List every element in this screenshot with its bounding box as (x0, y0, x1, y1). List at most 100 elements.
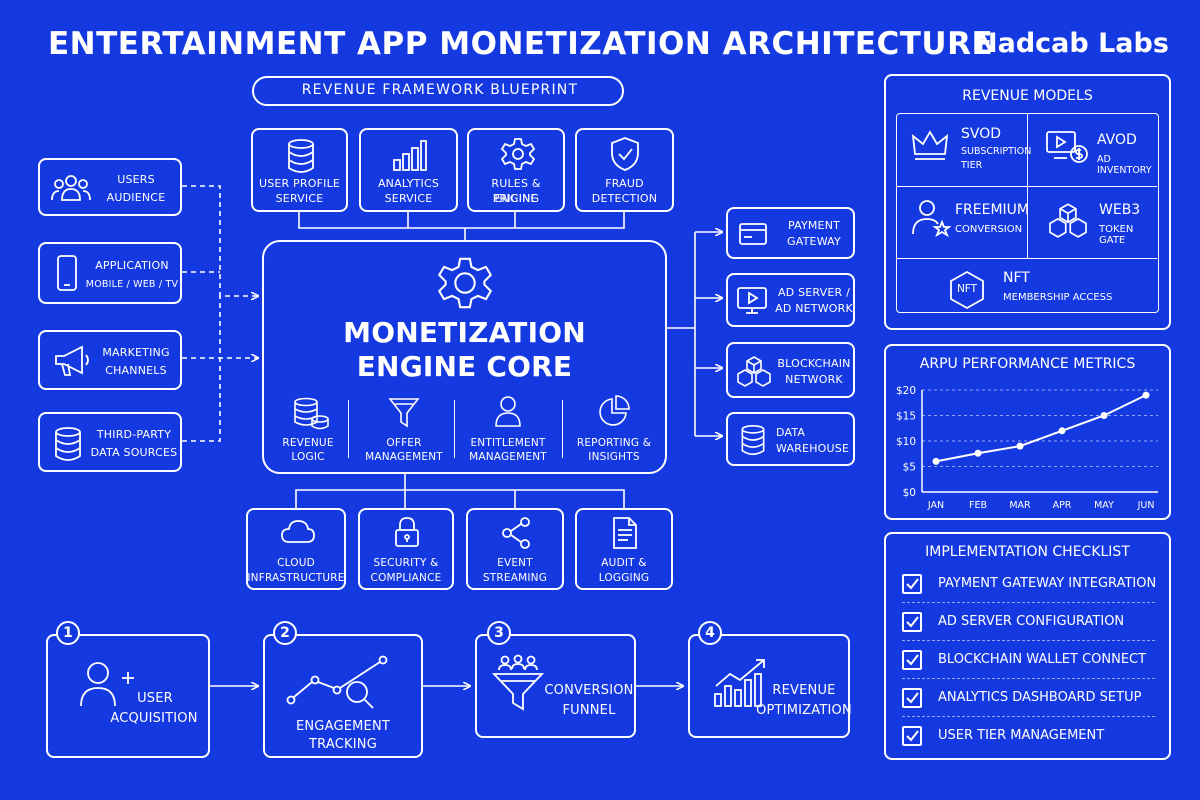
y-tick-label: $5 (903, 462, 916, 474)
flow-3-line2: FUNNEL (562, 703, 616, 718)
output-data-line1: DATA (776, 426, 806, 439)
y-tick-label: $0 (903, 487, 916, 499)
input-application-line2: MOBILE / WEB / TV (85, 279, 179, 290)
input-marketing: MARKETING CHANNELS (38, 330, 182, 390)
model-nft-sub1: MEMBERSHIP ACCESS (1003, 292, 1113, 303)
output-payment-gateway: PAYMENT GATEWAY (726, 207, 855, 259)
checkbox-checked[interactable] (902, 574, 922, 594)
core-title-line2: ENGINE CORE (356, 350, 573, 383)
monitor-dollar-icon (1045, 130, 1089, 164)
gear-icon (436, 254, 494, 312)
nft-hexagon-icon (947, 270, 987, 310)
grid-divider (897, 186, 1157, 187)
module-reporting-line1: REPORTING & (576, 437, 652, 449)
x-tick-label: MAR (1009, 500, 1031, 511)
input-application: APPLICATION MOBILE / WEB / TV (38, 242, 182, 304)
funnel-icon (388, 396, 420, 430)
flow-step-revenue-optimization: REVENUE OPTIMIZATION (688, 634, 852, 738)
x-tick-label: FEB (969, 500, 987, 511)
page-subtitle: REVENUE FRAMEWORK BLUEPRINT (301, 82, 579, 98)
model-svod-name: SVOD (961, 126, 1002, 142)
grid-divider (897, 258, 1157, 259)
module-divider (348, 400, 349, 458)
service-analytics-line1: ANALYTICS (377, 177, 440, 190)
bar-chart-icon (391, 138, 427, 172)
input-users-line2: AUDIENCE (106, 191, 166, 204)
model-nft-name: NFT (1003, 270, 1030, 286)
input-application-line1: APPLICATION (95, 259, 169, 272)
data-point (1058, 427, 1066, 435)
flow-step-engagement: ENGAGEMENT TRACKING (263, 634, 423, 758)
checklist-item-label: BLOCKCHAIN WALLET CONNECT (938, 652, 1147, 667)
model-freemium-sub1: CONVERSION (955, 224, 1023, 235)
service-rules-pricing-line2: ENGINE (494, 192, 538, 205)
service-fraud-line2: DETECTION (591, 192, 658, 205)
coins-icon (292, 397, 330, 431)
series-line (935, 394, 1147, 463)
data-point (932, 457, 940, 465)
cloud-icon (280, 518, 316, 544)
infra-event-streaming: EVENT STREAMING (466, 508, 564, 590)
data-point (1100, 412, 1108, 419)
model-avod-sub1: AD INVENTORY (1097, 154, 1152, 176)
module-offer-line2: MANAGEMENT (365, 451, 443, 463)
infra-event-line2: STREAMING (482, 572, 548, 584)
service-rules-pricing-line1: RULES & PRICING (491, 177, 541, 205)
revenue-models-panel: REVENUE MODELS SVOD SUBSCRIPTION TIER AV… (884, 74, 1171, 330)
input-users-line1: USERS (117, 173, 155, 186)
data-point (1142, 391, 1150, 399)
module-divider (562, 400, 563, 458)
output-blockchain-line1: BLOCKCHAIN (777, 357, 851, 370)
brand-logo: Nadcab Labs (975, 28, 1169, 59)
service-analytics: ANALYTICS SERVICE (359, 128, 458, 212)
step-number-2: 2 (273, 621, 297, 645)
checkbox-checked[interactable] (902, 688, 922, 708)
model-web3-sub1: TOKEN GATE (1099, 224, 1134, 246)
input-marketing-line2: CHANNELS (105, 364, 167, 377)
users-icon (50, 172, 92, 204)
add-user-icon (78, 660, 140, 708)
x-tick-label: JAN (927, 500, 944, 511)
infra-audit-line2: LOGGING (598, 572, 650, 584)
mobile-icon (56, 254, 78, 292)
service-fraud-detection: FRAUD DETECTION (575, 128, 674, 212)
flow-4-line2: OPTIMIZATION (756, 703, 852, 718)
infra-cloud-line1: CLOUD (277, 557, 315, 569)
output-blockchain: BLOCKCHAIN NETWORK (726, 342, 855, 398)
x-tick-label: APR (1053, 500, 1072, 511)
infra-audit-line1: AUDIT & (601, 557, 647, 569)
card-icon (738, 222, 768, 246)
funnel-users-icon (491, 654, 545, 712)
service-analytics-line2: SERVICE (384, 192, 433, 205)
checklist-title: IMPLEMENTATION CHECKLIST (925, 544, 1130, 560)
checklist-item-label: ANALYTICS DASHBOARD SETUP (938, 690, 1142, 705)
checklist-separator (902, 716, 1155, 717)
flow-3-line1: CONVERSION (544, 683, 634, 698)
module-offer-line1: OFFER (386, 437, 422, 449)
share-icon (500, 516, 532, 550)
flow-4-line1: REVENUE (772, 683, 836, 698)
checkbox-checked[interactable] (902, 650, 922, 670)
lock-icon (394, 516, 420, 548)
service-user-profile-line2: SERVICE (275, 192, 324, 205)
checklist-separator (902, 640, 1155, 641)
module-revenue-line1: REVENUE (282, 437, 334, 449)
service-fraud-line1: FRAUD (605, 177, 644, 190)
subtitle-pill: REVENUE FRAMEWORK BLUEPRINT (252, 76, 624, 106)
page-title: ENTERTAINMENT APP MONETIZATION ARCHITECT… (48, 26, 994, 62)
module-entitlement-line1: ENTITLEMENT (470, 437, 546, 449)
checkbox-checked[interactable] (902, 726, 922, 746)
database-icon (286, 138, 316, 174)
checkbox-checked[interactable] (902, 612, 922, 632)
database-icon (54, 426, 82, 462)
flow-1-line1: USER (137, 691, 173, 706)
step-number-4: 4 (698, 621, 722, 645)
service-user-profile: USER PROFILE SERVICE (251, 128, 348, 212)
y-tick-label: $15 (896, 411, 916, 423)
shield-check-icon (609, 136, 641, 172)
model-avod-name: AVOD (1097, 132, 1137, 148)
output-data-warehouse: DATA WAREHOUSE (726, 412, 855, 466)
revenue-models-grid: SVOD SUBSCRIPTION TIER AVOD AD INVENTORY… (896, 113, 1159, 313)
